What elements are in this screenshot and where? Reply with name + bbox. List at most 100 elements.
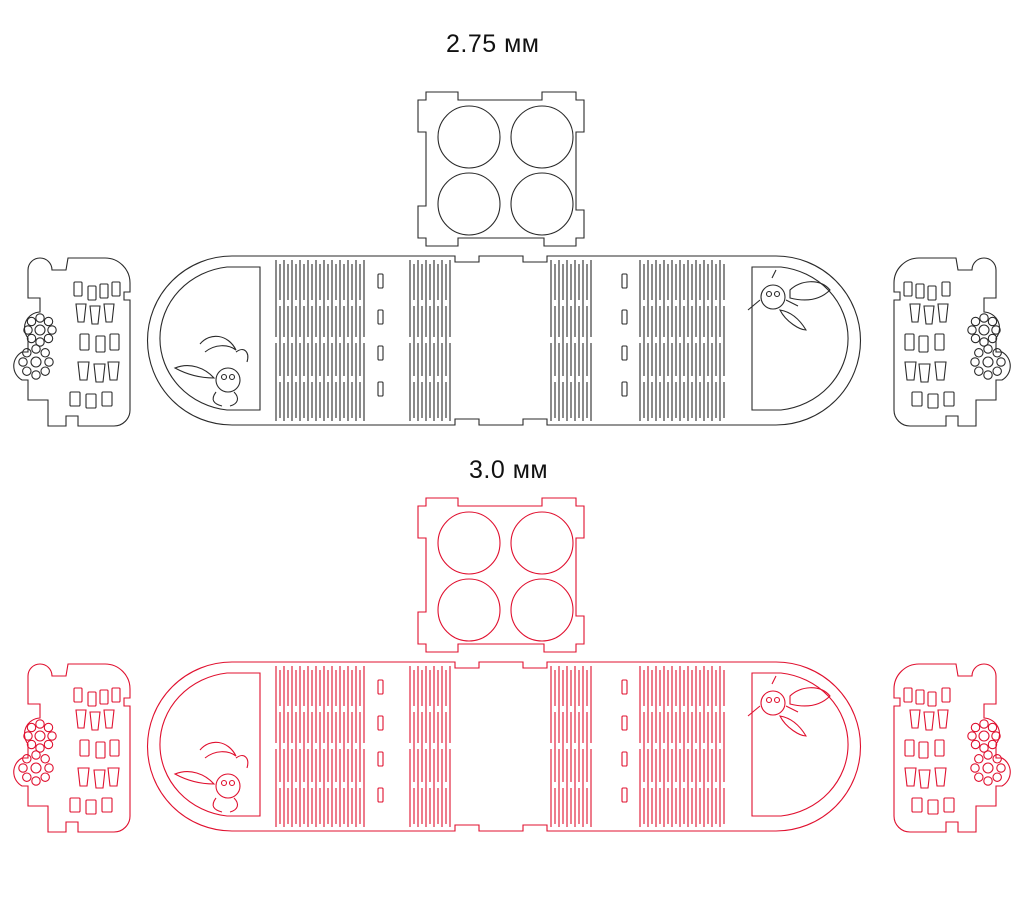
living-hinge xyxy=(639,666,725,827)
flower-petal xyxy=(22,772,32,782)
slot-cut xyxy=(377,381,384,397)
flower-center xyxy=(978,324,990,336)
slot-cut xyxy=(69,797,81,813)
slot-cut xyxy=(377,679,384,695)
flower-center xyxy=(34,730,46,742)
flower-petal xyxy=(991,325,1001,335)
bunny-ear xyxy=(173,771,216,785)
flower-petal xyxy=(18,357,28,367)
parts-group xyxy=(13,91,1011,427)
bunny-whiskers xyxy=(212,391,239,407)
slot-cut xyxy=(87,691,97,707)
flower-petal xyxy=(44,763,54,773)
flower-petal xyxy=(992,366,1002,376)
flower-petal xyxy=(47,731,57,741)
slot-cut xyxy=(927,799,939,815)
slot-cut xyxy=(73,687,83,703)
trapezoid-cut xyxy=(75,709,87,729)
flower-petal xyxy=(974,348,984,358)
slot-cut xyxy=(911,391,923,407)
end-panel xyxy=(893,257,1011,427)
flower-center xyxy=(982,762,994,774)
bunny-motif xyxy=(173,741,249,813)
flower-petal xyxy=(35,719,45,729)
slot-cut xyxy=(621,715,628,731)
end-panel xyxy=(893,663,1011,833)
trapezoid-cut xyxy=(89,305,101,325)
bunny-motif xyxy=(173,335,249,407)
end-outline xyxy=(893,257,1011,427)
slot-cut xyxy=(915,283,925,299)
flower-petal xyxy=(974,366,984,376)
living-hinge xyxy=(639,260,725,421)
flower-petal xyxy=(970,739,981,750)
flower-petal xyxy=(979,337,989,347)
flower-petal xyxy=(991,731,1001,741)
egg-hole xyxy=(510,105,574,169)
flower-petal xyxy=(979,719,989,729)
trapezoid-cut xyxy=(904,767,917,787)
flower-petal xyxy=(970,763,980,773)
slot-cut xyxy=(941,281,951,297)
living-hinge xyxy=(275,260,365,421)
flower-motif xyxy=(970,344,1006,380)
slot-cut xyxy=(101,797,113,813)
flower-petal xyxy=(987,316,998,327)
slot-cut xyxy=(621,787,628,803)
flower-petal xyxy=(974,754,984,764)
flower-petal xyxy=(26,333,37,344)
end-outline xyxy=(13,663,131,833)
thickness-label-2-75: 2.75 мм xyxy=(446,30,540,58)
bunny-motif xyxy=(747,675,831,737)
end-outline xyxy=(13,257,131,427)
laser-cut-set-2-75mm xyxy=(13,91,1011,427)
bunny-ear xyxy=(779,309,807,331)
right-window-cutout xyxy=(751,266,849,411)
flower-petal xyxy=(996,357,1006,367)
flower-petal xyxy=(26,722,37,733)
slot-cut xyxy=(918,335,929,353)
flower-petal xyxy=(26,739,37,750)
flower-petal xyxy=(43,722,54,733)
egg-hole xyxy=(510,578,574,642)
bunny-eye xyxy=(773,696,781,704)
trapezoid-cut xyxy=(103,709,115,729)
flower-petal xyxy=(47,325,57,335)
bunny-head xyxy=(215,773,241,799)
flower-petal xyxy=(31,344,41,354)
flower-petal xyxy=(22,348,32,358)
trapezoid-cut xyxy=(75,303,87,323)
flower-motif xyxy=(18,750,54,786)
slot-cut xyxy=(73,281,83,297)
bunny-ear xyxy=(199,335,237,353)
lid-outline xyxy=(417,91,585,247)
lid-panel xyxy=(417,497,585,653)
slot-cut xyxy=(109,739,120,757)
flower-petal xyxy=(23,325,33,335)
slot-cut xyxy=(943,797,955,813)
bunny-ear xyxy=(235,349,249,363)
trapezoid-cut xyxy=(77,361,90,381)
bunny-head xyxy=(760,690,786,716)
bunny-whiskers xyxy=(212,797,239,813)
flower-center xyxy=(30,762,42,774)
flower-motif xyxy=(18,344,54,380)
flower-center xyxy=(30,356,42,368)
bunny-ear xyxy=(199,741,237,759)
flower-petal xyxy=(40,772,50,782)
slot-cut xyxy=(377,787,384,803)
bunny-eye xyxy=(228,373,236,381)
flower-petal xyxy=(992,754,1002,764)
slot-cut xyxy=(99,689,109,705)
slot-cut xyxy=(911,797,923,813)
bunny-ear xyxy=(235,755,249,769)
flower-petal xyxy=(43,739,54,750)
slot-cut xyxy=(111,281,121,297)
slot-cut xyxy=(621,345,628,361)
trapezoid-cut xyxy=(107,767,120,787)
strip-outline xyxy=(147,255,861,426)
living-hinge xyxy=(409,260,451,421)
bunny-eye xyxy=(765,696,773,704)
slot-cut xyxy=(377,345,384,361)
flower-petal xyxy=(31,370,41,380)
